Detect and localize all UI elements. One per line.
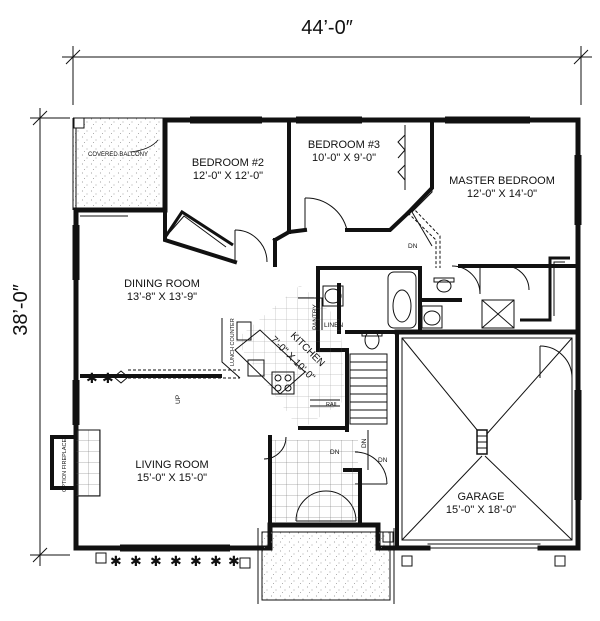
svg-text:✱: ✱ (170, 554, 182, 570)
staircase (349, 353, 388, 470)
depth-dimension-line (30, 108, 70, 566)
landscape-shrubs: ✱✱✱ ✱✱✱ ✱ ✱✱ (86, 371, 240, 570)
fireplace (50, 429, 101, 497)
overall-depth-label: 38’-0″ (10, 284, 32, 336)
living-room-name: LIVING ROOM (135, 459, 208, 471)
overall-width-label: 44’-0″ (301, 17, 353, 39)
covered-balcony-label: COVERED BALCONY (88, 152, 148, 158)
svg-text:✱: ✱ (210, 554, 222, 570)
lunch-counter-label: LUNCH COUNTER (230, 318, 236, 366)
svg-text:✱: ✱ (150, 554, 162, 570)
master-bedroom-size: 12’-0" X 14’-0" (467, 188, 537, 200)
svg-text:✱: ✱ (190, 554, 202, 570)
bedroom2-size: 12’-0" X 12’-0" (193, 170, 263, 182)
dining-room-size: 13’-8" X 13’-9" (127, 291, 197, 303)
covered-balcony-area (73, 118, 165, 210)
garage-size: 15’-0" X 18’-0" (446, 504, 516, 516)
pantry-label: PANTRY (312, 304, 319, 330)
svg-text:✱: ✱ (86, 371, 98, 387)
bedroom2-closet (164, 209, 234, 248)
living-room-size: 15’-0" X 15’-0" (137, 472, 207, 484)
dn-entry-label: DN (330, 449, 340, 456)
rail-label: RAIL (326, 402, 338, 408)
master-closet (411, 125, 570, 322)
option-fireplace-label: OPTION FIREPLACE (62, 438, 68, 492)
windows (72, 116, 582, 552)
up-label: UP (175, 395, 182, 404)
width-dimension-line (62, 46, 592, 105)
bathroom-fixtures (322, 271, 515, 350)
garage-vent-slats (477, 435, 487, 449)
dining-room-name: DINING ROOM (124, 278, 200, 290)
bedroom2-name: BEDROOM #2 (192, 157, 264, 169)
kitchen-counters (221, 297, 340, 407)
exterior-lights (95, 370, 566, 569)
svg-text:✱: ✱ (102, 371, 114, 387)
hall-rail (128, 206, 441, 379)
dn-hall-label: DN (408, 243, 418, 250)
linen-label: LINEN (324, 322, 343, 329)
interior-walls (80, 118, 580, 550)
front-porch (261, 531, 391, 601)
svg-text:✱: ✱ (110, 554, 122, 570)
bedroom3-closet (397, 125, 406, 190)
bedroom3-size: 10’-0" X 9’-0" (312, 152, 376, 164)
garage-name: GARAGE (457, 491, 504, 503)
balcony-leader-line (129, 139, 159, 153)
master-bedroom-name: MASTER BEDROOM (449, 175, 555, 187)
dn-stair-label: DN (361, 438, 368, 448)
entry-tile (272, 440, 358, 522)
balcony-rail (72, 117, 165, 210)
bedroom3-name: BEDROOM #3 (308, 139, 380, 151)
porch-steps (257, 528, 395, 604)
dn-garage-label: DN (378, 457, 388, 464)
garage-roof-lines (401, 337, 573, 541)
svg-text:✱: ✱ (130, 554, 142, 570)
svg-text:✱: ✱ (228, 554, 240, 570)
balcony-post (73, 117, 85, 129)
